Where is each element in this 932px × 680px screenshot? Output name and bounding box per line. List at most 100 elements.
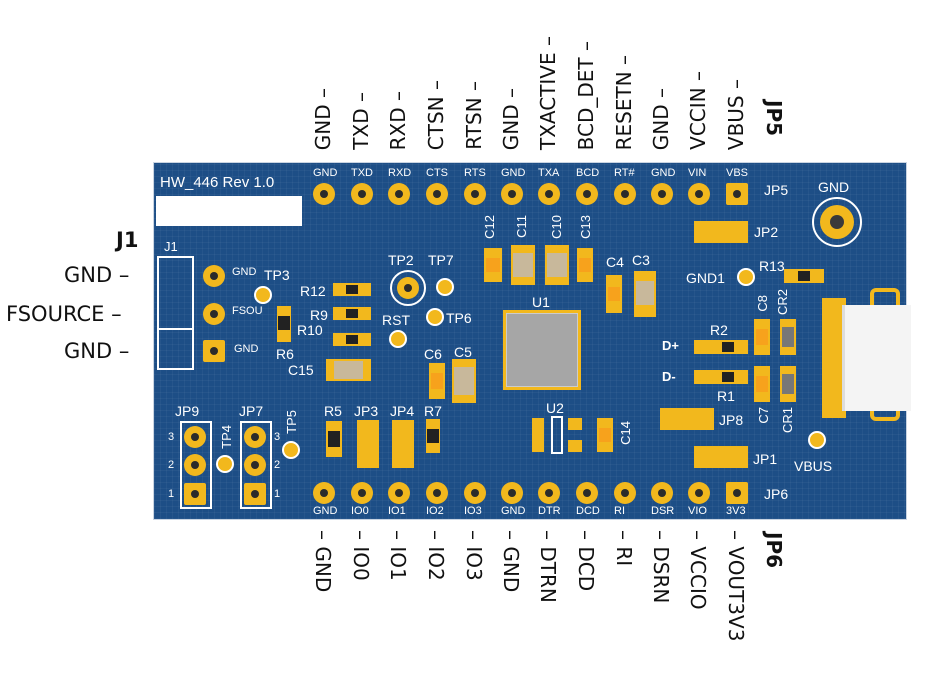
cr1	[780, 366, 796, 402]
jp6-pin-2-signal: – IO0	[349, 530, 373, 581]
jp9-pin2	[184, 454, 206, 476]
r5-label: R5	[324, 403, 342, 419]
r12-label: R12	[300, 283, 326, 299]
c8	[754, 319, 770, 355]
jp6-pin-2-pad	[351, 482, 373, 504]
r1-label: R1	[717, 388, 735, 404]
tp3-pad	[254, 286, 272, 304]
c4-label: C4	[606, 254, 624, 270]
dplus-label: D+	[662, 338, 679, 353]
jp5-pin-5-signal: RTSN –	[462, 81, 486, 150]
tp6-pad	[426, 308, 444, 326]
micro-usb-connector[interactable]	[842, 305, 911, 411]
jp4-label: JP4	[390, 403, 415, 419]
jp5-pin-3-signal: RXD –	[386, 90, 410, 150]
jp9-label: JP9	[175, 403, 200, 419]
jp5-external-label: JP5	[762, 100, 786, 137]
j1-pin3-pad	[203, 340, 225, 362]
cr1-label: CR1	[780, 407, 795, 434]
jp6-pin-1-pad	[313, 482, 335, 504]
jp5-pin-8-silk: BCD	[576, 167, 600, 179]
c7	[754, 366, 770, 402]
jp5-pin-12-signal: VBUS –	[724, 78, 748, 150]
jp4-solder-jumper	[392, 420, 414, 468]
j1-pin1-silk: GND	[232, 266, 257, 278]
jp5-pin-2-pad	[351, 183, 373, 205]
jp6-pin-9-signal: – RI	[612, 530, 636, 567]
jp5-pin-7-silk: TXA	[538, 167, 560, 179]
jp9-pin2-num: 2	[168, 459, 175, 471]
jp5-pin-1-silk: GND	[313, 167, 338, 179]
c11-label: C11	[514, 215, 529, 238]
jp6-pin-8-signal: – DCD	[574, 530, 598, 592]
jp5-pin-2-signal: TXD –	[349, 92, 373, 150]
jp6-pin-1-silk: GND	[313, 505, 338, 517]
jp9-pin1	[184, 483, 206, 505]
jp6-pin-2-silk: IO0	[351, 505, 369, 517]
r9	[333, 307, 371, 320]
jp5-pin-1-signal: GND –	[311, 87, 335, 150]
pcb-board: HW_446 Rev 1.0 J1 GND FSOU GND TP3 R12 R…	[153, 162, 911, 520]
jp6-silk-label: JP6	[764, 486, 789, 502]
tp5-label: TP5	[284, 410, 299, 434]
c12-label: C12	[482, 215, 497, 239]
c7-label: C7	[756, 407, 771, 424]
jp9-pin3-num: 3	[168, 431, 175, 443]
jp6-pin-10-signal: – DSRN	[649, 530, 673, 604]
jp5-pin-8-pad	[576, 183, 598, 205]
rst-pad	[389, 330, 407, 348]
j1-outline	[157, 256, 194, 370]
r6-label: R6	[276, 346, 294, 362]
r2	[694, 340, 748, 354]
jp5-pin-11-signal: VCCIN –	[686, 71, 710, 150]
jp5-pin-12-silk: VBS	[726, 167, 749, 179]
c10-label: C10	[549, 215, 564, 239]
c10	[545, 245, 569, 285]
jp5-pin-6-pad	[501, 183, 523, 205]
tp4-pad	[216, 455, 234, 473]
tp4-label: TP4	[219, 425, 234, 449]
c5-label: C5	[454, 344, 472, 360]
jp5-pin-7-signal: TXACTIVE –	[536, 35, 560, 150]
u2-label: U2	[546, 400, 564, 416]
jp6-pin-4-silk: IO2	[426, 505, 444, 517]
jp9-outline	[180, 421, 212, 509]
jp6-pin-12-signal: – VOUT3V3	[724, 530, 748, 642]
j1-pin3-signal: GND –	[64, 339, 130, 363]
c6-label: C6	[424, 346, 442, 362]
jp7-pin1-num: 1	[274, 488, 281, 500]
jp7-pin2	[244, 454, 266, 476]
jp6-pin-7-silk: DTR	[538, 505, 561, 517]
jp1-label: JP1	[753, 451, 778, 467]
c12	[484, 248, 502, 282]
c3-label: C3	[632, 252, 650, 268]
jp6-pin-3-signal: – IO1	[386, 530, 410, 581]
board-title: HW_446 Rev 1.0	[160, 174, 275, 191]
j1-pin1-pad	[203, 265, 225, 287]
cr2	[780, 319, 796, 355]
c11	[511, 245, 535, 285]
jp5-pin-11-pad	[688, 183, 710, 205]
jp5-pin-2-silk: TXD	[351, 167, 373, 179]
u2-pad-2	[568, 418, 582, 430]
jp9-pin1-num: 1	[168, 488, 175, 500]
gnd1-label: GND1	[686, 270, 725, 286]
jp6-pin-8-silk: DCD	[576, 505, 600, 517]
jp6-pin-9-silk: RI	[614, 505, 625, 517]
tp7-label: TP7	[428, 252, 454, 268]
jp6-pin-8-pad	[576, 482, 598, 504]
jp6-pin-11-pad	[688, 482, 710, 504]
tp7-pad	[436, 278, 454, 296]
jp5-pin-8-signal: BCD_DET –	[574, 40, 598, 150]
jp6-pin-4-pad	[426, 482, 448, 504]
rst-label: RST	[382, 312, 410, 328]
jp9-pin3	[184, 426, 206, 448]
c13-label: C13	[578, 215, 593, 239]
jp6-pin-6-silk: GND	[501, 505, 526, 517]
tp2-label: TP2	[388, 252, 414, 268]
r13	[784, 269, 824, 283]
c5	[452, 359, 476, 403]
tp3-label: TP3	[264, 267, 290, 283]
jp5-pin-9-signal: RESETN –	[612, 54, 636, 150]
jp5-pin-11-silk: VIN	[688, 167, 707, 179]
